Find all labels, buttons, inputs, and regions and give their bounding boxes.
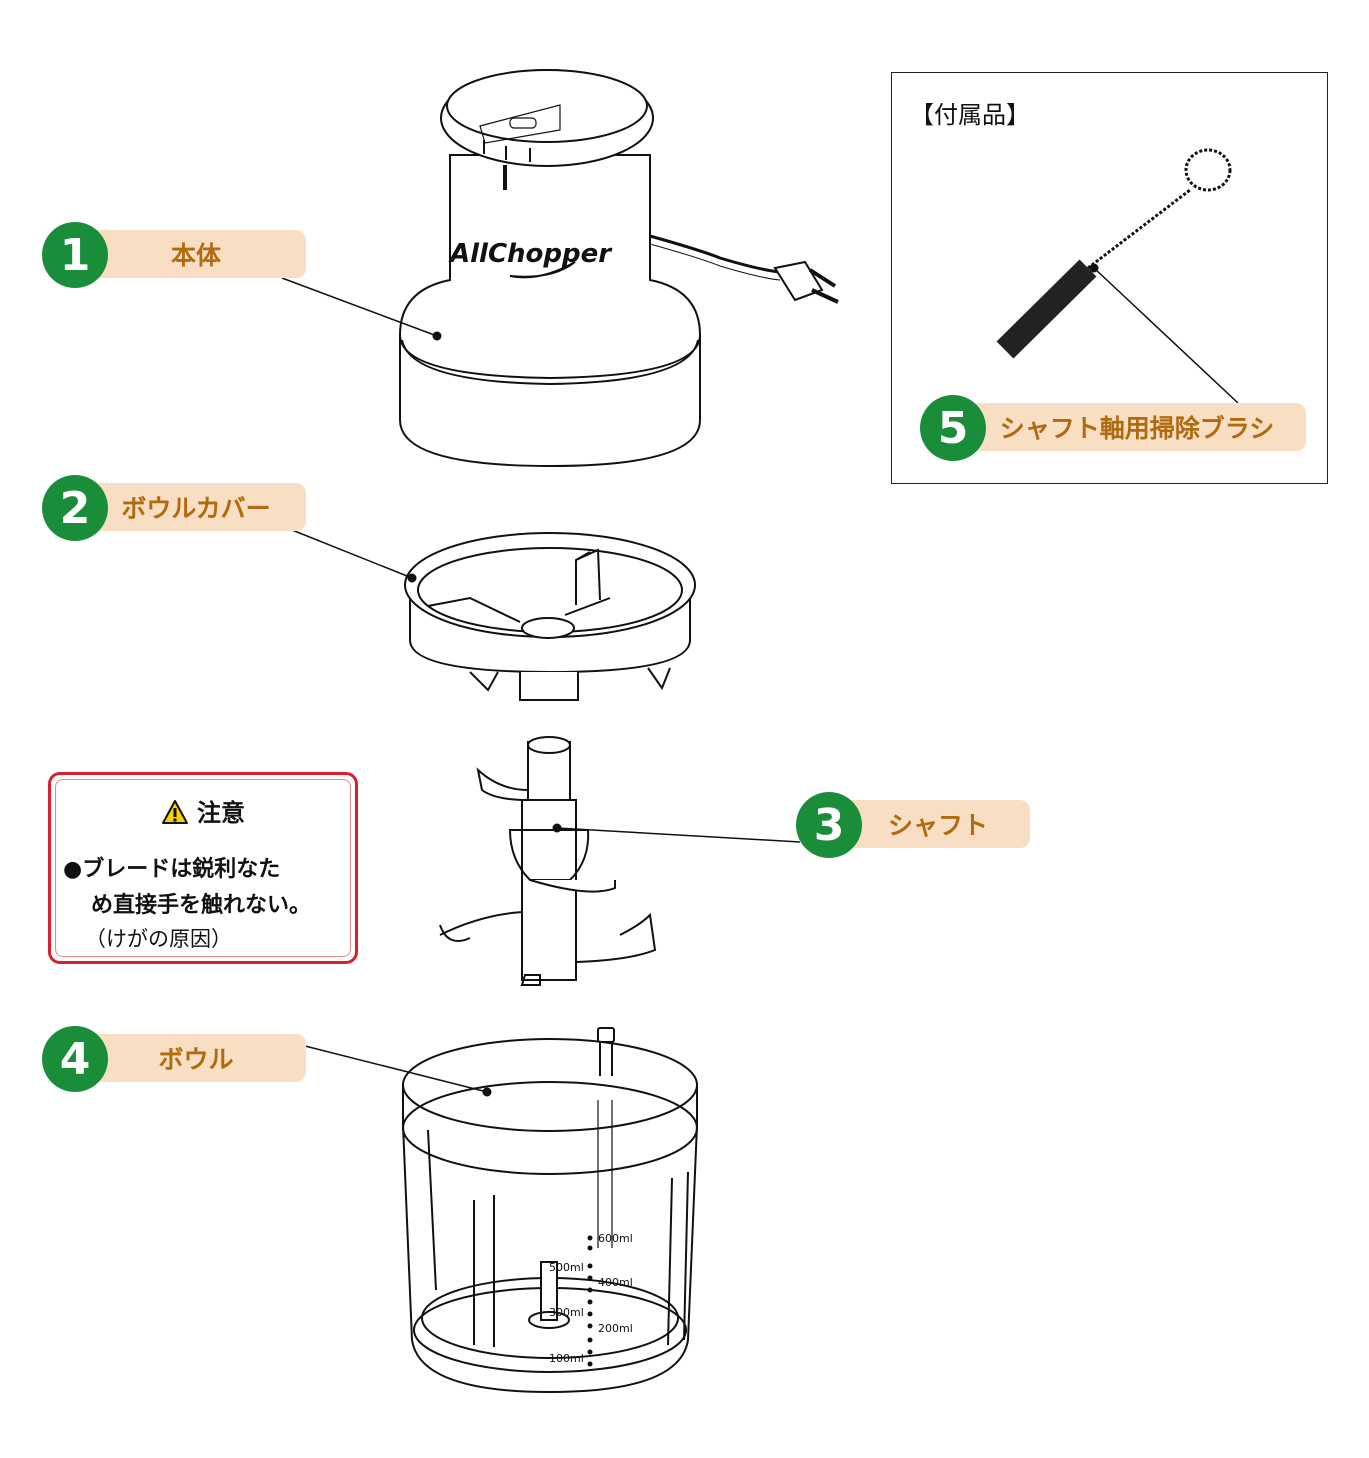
caution-inner-border [55,779,351,957]
scale-mark: 500ml [549,1261,584,1274]
bowl-illustration [304,1027,698,1394]
bowl-cover-illustration [286,527,696,701]
part-number-2-badge: 2 [42,475,108,541]
caution-note: （けがの原因） [85,927,232,951]
caution-title: 注意 [197,799,245,827]
part-label-cleaning-brush: シャフト軸用掃除ブラシ [968,403,1306,451]
part-number-5-badge: 5 [920,395,986,461]
part-number-4-badge: 4 [42,1026,108,1092]
part-label-bowl: ボウル [86,1034,306,1082]
caution-box: 注意 ●ブレードは鋭利なた め直接手を触れない。 （けがの原因） [48,772,358,964]
main-body-illustration [281,69,839,468]
scale-mark: 100ml [549,1352,584,1365]
caution-text-line: め直接手を触れない。 [91,893,312,918]
caution-text-line: ●ブレードは鋭利なた [63,857,281,882]
part-number-3-badge: 3 [796,792,862,858]
part-label-bowl-cover: ボウルカバー [86,483,306,531]
caution-heading: 注意 [51,793,355,828]
scale-mark: 300ml [549,1306,584,1319]
cleaning-brush-illustration [996,148,1239,404]
shaft-illustration [439,736,801,986]
scale-mark: 400ml [598,1276,633,1289]
scale-mark: 200ml [598,1322,633,1335]
brand-logo-text: AllChopper [448,239,613,269]
part-number-1-badge: 1 [42,222,108,288]
part-label-shaft: シャフト [846,800,1030,848]
accessory-box [891,72,1328,484]
warning-triangle-icon [162,800,188,824]
scale-mark: 600ml [598,1232,633,1245]
accessory-title: 【付属品】 [910,101,1030,129]
part-label-main-body: 本体 [86,230,306,278]
brand-logo: AllChopper [448,239,613,269]
